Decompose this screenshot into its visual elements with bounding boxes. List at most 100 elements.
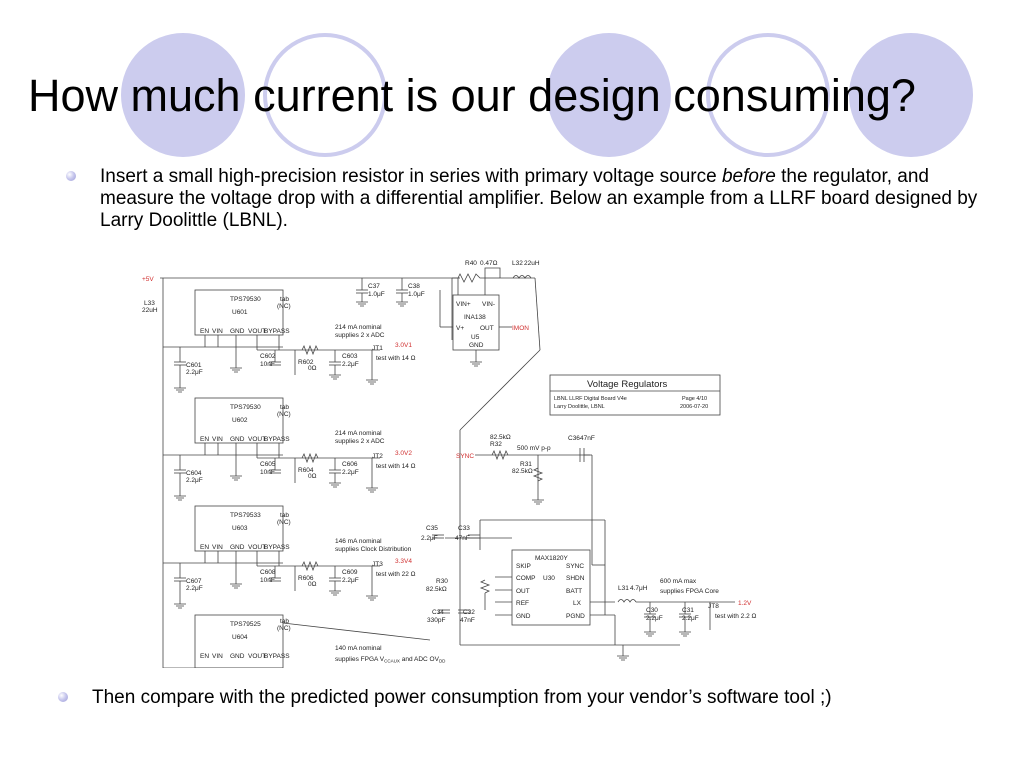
c30-ref: C30 xyxy=(646,607,658,614)
reg1-nc: (NC) xyxy=(277,303,291,310)
reg2-pin-vin: VIN xyxy=(212,436,223,443)
reg3-ref: U603 xyxy=(232,525,248,532)
ground-symbols xyxy=(174,301,691,661)
buck-pin-batt: BATT xyxy=(566,588,582,595)
reg1-test: test with 14 Ω xyxy=(376,355,416,362)
bullet-1-emphasis: before xyxy=(721,166,776,187)
reg2-cap-out: C606 xyxy=(342,461,358,468)
c37-value: 1.0μF xyxy=(368,291,385,298)
reg2-cap-in: C604 xyxy=(186,470,202,477)
c30-value: 2.2μF xyxy=(646,615,663,622)
buck-part: MAX1820Y xyxy=(535,555,569,562)
l33-ref: L33 xyxy=(144,300,155,307)
reg2-nc: (NC) xyxy=(277,411,291,418)
reg1-part: TPS79530 xyxy=(230,296,261,303)
reg1-cap-mid-val: 10nF xyxy=(260,361,275,368)
c37-ref: C37 xyxy=(368,283,380,290)
r30-ref: R30 xyxy=(436,578,448,585)
c36-value: 47nF xyxy=(580,435,595,442)
reg3-pin-vout: VOUT xyxy=(248,544,266,551)
decorative-circle-1 xyxy=(121,33,245,157)
reg1-cap-out: C603 xyxy=(342,353,358,360)
c36-ref: C36 xyxy=(568,435,580,442)
reg1-supplies: supplies 2 x ADC xyxy=(335,332,385,339)
reg1-pin-bypass: BYPASS xyxy=(264,328,290,335)
reg3-tab: tab xyxy=(280,512,289,519)
reg2-res: R604 xyxy=(298,467,314,474)
reg1-res: R602 xyxy=(298,359,314,366)
reg3-jt: JT3 xyxy=(372,561,383,568)
decorative-circle-3 xyxy=(547,33,671,157)
r32-ref: R32 xyxy=(490,441,502,448)
supply-label: +5V xyxy=(142,276,154,283)
buck-pin-gnd: GND xyxy=(516,613,531,620)
c33-ref: C33 xyxy=(458,525,470,532)
ina-part: INA138 xyxy=(464,314,486,321)
buck-pin-sync: SYNC xyxy=(566,563,584,570)
c35-ref: C35 xyxy=(426,525,438,532)
reg4-sub-dd: DD xyxy=(439,659,446,664)
reg3-test: test with 22 Ω xyxy=(376,571,416,578)
reg1-pin-vin: VIN xyxy=(212,328,223,335)
reg4-nc: (NC) xyxy=(277,625,291,632)
reg2-test: test with 14 Ω xyxy=(376,463,416,470)
r31-value: 82.5kΩ xyxy=(512,468,533,475)
buck-current: 600 mA max xyxy=(660,578,697,585)
buck-test: test with 2.2 Ω xyxy=(715,613,756,620)
ina-out: OUT xyxy=(480,325,494,332)
r32-value: 82.5kΩ xyxy=(490,434,511,441)
reg2-cap-mid: C605 xyxy=(260,461,276,468)
reg1-tab: tab xyxy=(280,296,289,303)
l31-value: 4.7μH xyxy=(630,585,648,592)
reg1-res-val: 0Ω xyxy=(308,365,317,372)
buck-pin-lx: LX xyxy=(573,600,582,607)
reg1-rail: 3.0V1 xyxy=(395,342,412,349)
c38-value: 1.0μF xyxy=(408,291,425,298)
reg1-pin-gnd: GND xyxy=(230,328,245,335)
c32-ref: C32 xyxy=(463,609,475,616)
title-block-author: Larry Doolittle, LBNL xyxy=(554,404,605,410)
reg4-pin-en: EN xyxy=(200,653,209,660)
reg3-pin-gnd: GND xyxy=(230,544,245,551)
jt8: JT8 xyxy=(708,603,719,610)
buck-pin-ref: REF xyxy=(516,600,529,607)
reg2-part: TPS79530 xyxy=(230,404,261,411)
reg4-part: TPS79525 xyxy=(230,621,261,628)
reg2-pin-gnd: GND xyxy=(230,436,245,443)
reg3-supplies: supplies Clock Distribution xyxy=(335,546,412,553)
reg4-supplies-prefix: supplies FPGA V xyxy=(335,656,385,663)
reg1-pin-en: EN xyxy=(200,328,209,335)
buck-pin-out: OUT xyxy=(516,588,530,595)
reg2-ref: U602 xyxy=(232,417,248,424)
reg3-current: 146 mA nominal xyxy=(335,538,382,545)
reg2-pin-en: EN xyxy=(200,436,209,443)
reg2-supplies: supplies 2 x ADC xyxy=(335,438,385,445)
reg2-cap-out-val: 2.2μF xyxy=(342,469,359,476)
reg3-cap-out: C609 xyxy=(342,569,358,576)
c33-value: 47nF xyxy=(455,535,470,542)
reg4-pin-vin: VIN xyxy=(212,653,223,660)
title-block-heading: Voltage Regulators xyxy=(587,379,668,390)
ina-vin-minus: VIN- xyxy=(482,301,495,308)
reg2-pin-vout: VOUT xyxy=(248,436,266,443)
reg1-cap-mid: C602 xyxy=(260,353,276,360)
decorative-circle-2 xyxy=(263,33,387,157)
reg2-pin-bypass: BYPASS xyxy=(264,436,290,443)
reg2-tab: tab xyxy=(280,404,289,411)
ina-gnd: GND xyxy=(469,342,484,349)
reg2-current: 214 mA nominal xyxy=(335,430,382,437)
title-block-page: Page 4/10 xyxy=(682,396,707,402)
sync-net: SYNC xyxy=(456,453,474,460)
reg1-cap-in-val: 2.2μF xyxy=(186,369,203,376)
r31-ref: R31 xyxy=(520,461,532,468)
reg4-pin-gnd: GND xyxy=(230,653,245,660)
l33-value: 22uH xyxy=(142,307,158,314)
reg3-nc: (NC) xyxy=(277,519,291,526)
reg3-pin-vin: VIN xyxy=(212,544,223,551)
reg4-pin-vout: VOUT xyxy=(248,653,266,660)
c31-value: 2.2μF xyxy=(682,615,699,622)
l31-ref: L31 xyxy=(618,585,629,592)
reg3-cap-out-val: 2.2μF xyxy=(342,577,359,584)
sync-ripple: 500 mV p-p xyxy=(517,445,551,452)
slide-title: How much current is our design consuming… xyxy=(28,70,916,121)
